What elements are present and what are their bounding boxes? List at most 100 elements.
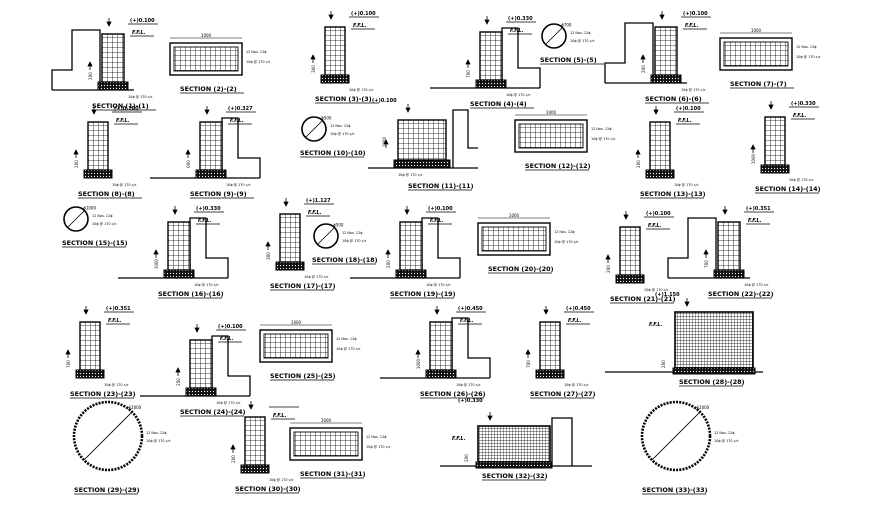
column-body	[764, 116, 786, 166]
section-caption: SECTION (19)-(19)	[390, 290, 456, 298]
footing-base	[713, 269, 745, 279]
dimension-label: 200	[636, 160, 641, 168]
load-arrow-icon	[465, 59, 471, 68]
dimension-label: 200	[464, 454, 469, 462]
section-caption: SECTION (23)-(23)	[70, 390, 136, 398]
ffl-label: F.F.L.	[308, 210, 322, 216]
load-arrow-icon	[248, 401, 254, 410]
footing-base	[185, 387, 217, 397]
rebar-note: 10ϕ @ 170 c/c	[216, 401, 241, 405]
ffl-label: F.F.L.	[108, 318, 122, 324]
level-label: (+)0.330	[196, 206, 221, 212]
dimension-label: 1000	[751, 153, 756, 164]
rebar-grid	[293, 431, 359, 457]
load-arrow-icon	[768, 101, 774, 110]
footing-base	[425, 369, 457, 379]
footing-base	[83, 169, 113, 179]
dimension-label: 200	[74, 160, 79, 168]
footing-base	[240, 464, 270, 474]
footing-base	[97, 81, 129, 91]
level-label: (+)1.150	[655, 292, 680, 298]
dimension-label: ϕ2000	[128, 405, 141, 410]
wall-outline	[551, 417, 573, 466]
rebar-note: 10ϕ @ 170 c/c	[744, 283, 769, 287]
ffl-label: F.F.L.	[353, 23, 367, 29]
section-caption: SECTION (28)-(28)	[679, 378, 745, 386]
dimension-label: 300	[311, 65, 316, 73]
rebar-grid	[173, 46, 239, 72]
load-arrow-icon	[635, 149, 641, 158]
load-arrow-icon	[175, 367, 181, 376]
section-caption: SECTION (1)-(1)	[92, 102, 149, 110]
rebar-note: 12 Nos. 12ϕ	[246, 50, 267, 54]
level-label: (+)0.327	[228, 106, 253, 112]
column-body	[717, 221, 741, 271]
rebar-note: 10ϕ @ 170 c/c	[304, 275, 329, 279]
section-caption: SECTION (2)-(2)	[180, 85, 237, 93]
load-arrow-icon	[415, 349, 421, 358]
rebar-note: 10ϕ @ 170 c/c	[194, 283, 219, 287]
dimension-label: 1000	[546, 110, 557, 115]
footing-base	[395, 269, 427, 279]
section-caption: SECTION (11)-(11)	[408, 182, 474, 190]
rebar-note: 10ϕ @ 170 c/c	[456, 383, 481, 387]
load-arrow-icon	[434, 306, 440, 315]
dimension-label: 300	[266, 252, 271, 260]
section-caption: SECTION (33)-(33)	[642, 486, 708, 494]
ffl-label: F.F.L.	[648, 223, 662, 229]
footing-base	[535, 369, 565, 379]
rebar-note: 12 Nos. 12ϕ	[591, 127, 612, 131]
load-arrow-icon	[405, 104, 411, 113]
column-body	[539, 321, 561, 371]
rebar-note: 10ϕ @ 170 c/c	[591, 137, 616, 141]
level-label: (+)0.351	[746, 206, 771, 212]
dimension-label: 250	[176, 378, 181, 386]
column-body	[654, 26, 678, 76]
dimension-label: 1000	[291, 320, 302, 325]
dimension-label: 200	[88, 72, 93, 80]
load-arrow-icon	[703, 249, 709, 258]
level-label: (+)0.100	[218, 324, 243, 330]
ffl-label: F.F.L.	[460, 318, 474, 324]
dimension-label: 1000	[321, 418, 332, 423]
load-arrow-icon	[83, 306, 89, 315]
dimension-label: ϕ500	[333, 222, 344, 227]
load-arrow-icon	[525, 349, 531, 358]
rebar-note: 10ϕ @ 170 c/c	[398, 173, 423, 177]
level-label: (+)0.100	[351, 11, 376, 17]
load-arrow-icon	[383, 139, 389, 148]
level-label: (+)0.450	[458, 306, 483, 312]
ffl-label: F.F.L.	[273, 413, 287, 419]
dimension-label: ϕ1000	[83, 205, 96, 210]
section-caption: SECTION (16)-(16)	[158, 290, 224, 298]
load-arrow-icon	[194, 324, 200, 333]
level-label: (+)0.450	[566, 306, 591, 312]
section-caption: SECTION (17)-(17)	[270, 282, 336, 290]
rebar-note: 12 Nos. 12ϕ	[336, 337, 357, 341]
footing-base	[320, 74, 350, 84]
rebar-note: 10ϕ @ 170 c/c	[554, 240, 579, 244]
level-label: (+)0.100	[683, 11, 708, 17]
rebar-note: 10ϕ @ 170 c/c	[146, 439, 171, 443]
rebar-note: 10ϕ @ 170 c/c	[506, 93, 531, 97]
section-caption: SECTION (4)-(4)	[470, 100, 527, 108]
load-arrow-icon	[404, 206, 410, 215]
section-caption: SECTION (9)-(9)	[190, 190, 247, 198]
rebar-note: 12 Nos. 12ϕ	[342, 231, 363, 235]
level-label: (+)0.330	[508, 16, 533, 22]
load-arrow-icon	[487, 412, 493, 421]
rebar-note: 10ϕ @ 170 c/c	[366, 445, 391, 449]
level-label: (+)1.127	[306, 198, 331, 204]
rebar-note: 12 Nos. 12ϕ	[570, 31, 591, 35]
